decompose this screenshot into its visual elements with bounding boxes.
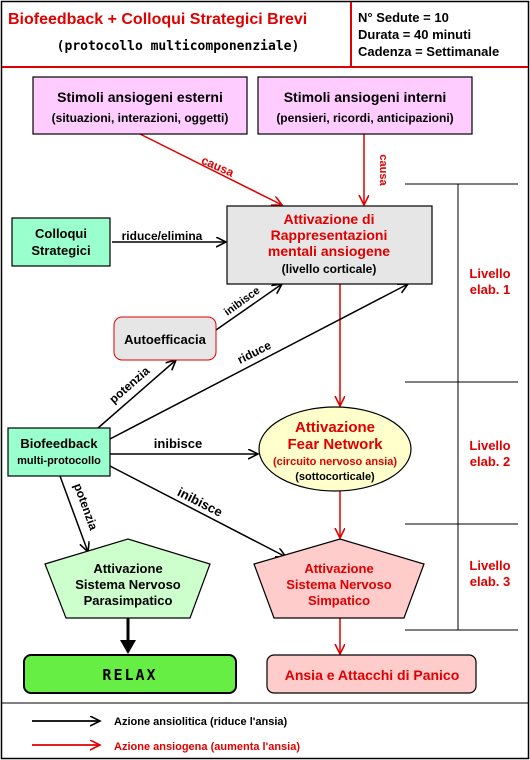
edge-external-causa-label: causa: [199, 153, 236, 180]
node-external-stimuli: [32, 76, 248, 135]
node-parasimpatico: [44, 538, 211, 619]
node-activation: [226, 205, 433, 285]
edge-bio-potenzia-para-label: potenzia: [71, 481, 101, 532]
edge-internal-causa-label: causa: [377, 154, 389, 186]
edge-bio-riduce: [107, 284, 408, 441]
node-fear-line4: (sottocorticale): [295, 471, 375, 483]
node-internal-stimuli: [257, 76, 473, 135]
edge-bio-riduce-label: riduce: [235, 338, 274, 367]
node-panic-label: Ansia e Attacchi di Panico: [285, 667, 460, 683]
node-activation-line3: mentali ansiogene: [268, 243, 390, 259]
level-1-sublabel: elab. 1: [470, 282, 510, 297]
level-1-label: Livello: [469, 266, 510, 281]
node-biofeedback-line1: Biofeedback: [20, 436, 98, 451]
node-simp-line2: Sistema Nervoso: [286, 577, 392, 592]
edge-bio-potenzia-para: [59, 475, 88, 552]
node-simpatico: [253, 538, 425, 619]
node-activation-line4: (livello corticale): [282, 262, 377, 276]
node-autoefficacia: [113, 316, 217, 361]
edge-bio-potenzia-auto: [97, 360, 176, 429]
node-internal-sub: (pensieri, ricordi, anticipazioni): [276, 111, 453, 125]
info-sessions: N° Sedute = 10: [358, 10, 449, 25]
edge-auto-inibisce: [215, 284, 282, 331]
node-relax: [23, 654, 237, 694]
legend-black-label: Azione ansiolitica (riduce l'ansia): [114, 716, 287, 728]
node-para-line3: Parasimpatico: [84, 593, 173, 608]
edge-bio-inibisce-fear-label: inibisce: [154, 436, 202, 451]
node-colloqui-line2: Strategici: [31, 243, 90, 258]
node-biofeedback-line2: multi-protocollo: [17, 455, 101, 467]
node-panic: [266, 654, 477, 694]
node-external-sub: (situazioni, interazioni, oggetti): [52, 111, 229, 125]
node-activation-line2: Rappresentazioni: [271, 227, 388, 243]
node-fear-line1: Attivazione: [295, 419, 375, 436]
info-cadence: Cadenza = Settimanale: [358, 44, 499, 59]
node-fear-line2: Fear Network: [287, 436, 383, 453]
node-relax-label: RELAX: [102, 666, 157, 684]
node-activation-line1: Attivazione di: [283, 211, 374, 227]
edge-para-to-relax-head: [120, 640, 136, 654]
edge-bio-inibisce-simp: [109, 465, 286, 557]
node-external-title: Stimoli ansiogeni esterni: [57, 89, 223, 105]
node-para-line2: Sistema Nervoso: [75, 577, 181, 592]
node-simp-line3: Simpatico: [308, 593, 370, 608]
level-2-label: Livello: [469, 438, 510, 453]
level-3-label: Livello: [469, 558, 510, 573]
node-fear-network: [258, 406, 412, 492]
page-title: Biofeedback + Colloqui Strategici Brevi: [8, 11, 307, 28]
edge-colloqui-riduce-label: riduce/elimina: [122, 229, 203, 243]
level-3-sublabel: elab. 3: [470, 574, 510, 589]
node-internal-title: Stimoli ansiogeni interni: [284, 89, 447, 105]
node-para-line1: Attivazione: [93, 561, 162, 576]
page-subtitle: (protocollo multicomponenziale): [57, 39, 300, 54]
node-simp-line1: Attivazione: [304, 561, 373, 576]
info-duration: Durata = 40 minuti: [358, 27, 471, 42]
node-colloqui: [11, 217, 111, 267]
node-colloqui-line1: Colloqui: [35, 226, 87, 241]
legend-red-label: Azione ansiogena (aumenta l'ansia): [114, 741, 300, 753]
node-fear-line3: (circuito nervoso ansia): [273, 456, 397, 468]
edge-external-causa: [139, 133, 282, 205]
node-autoefficacia-label: Autoefficacia: [124, 332, 206, 347]
node-biofeedback: [7, 427, 111, 477]
level-2-sublabel: elab. 2: [470, 454, 510, 469]
edge-bio-inibisce-simp-label: inibisce: [175, 484, 225, 519]
